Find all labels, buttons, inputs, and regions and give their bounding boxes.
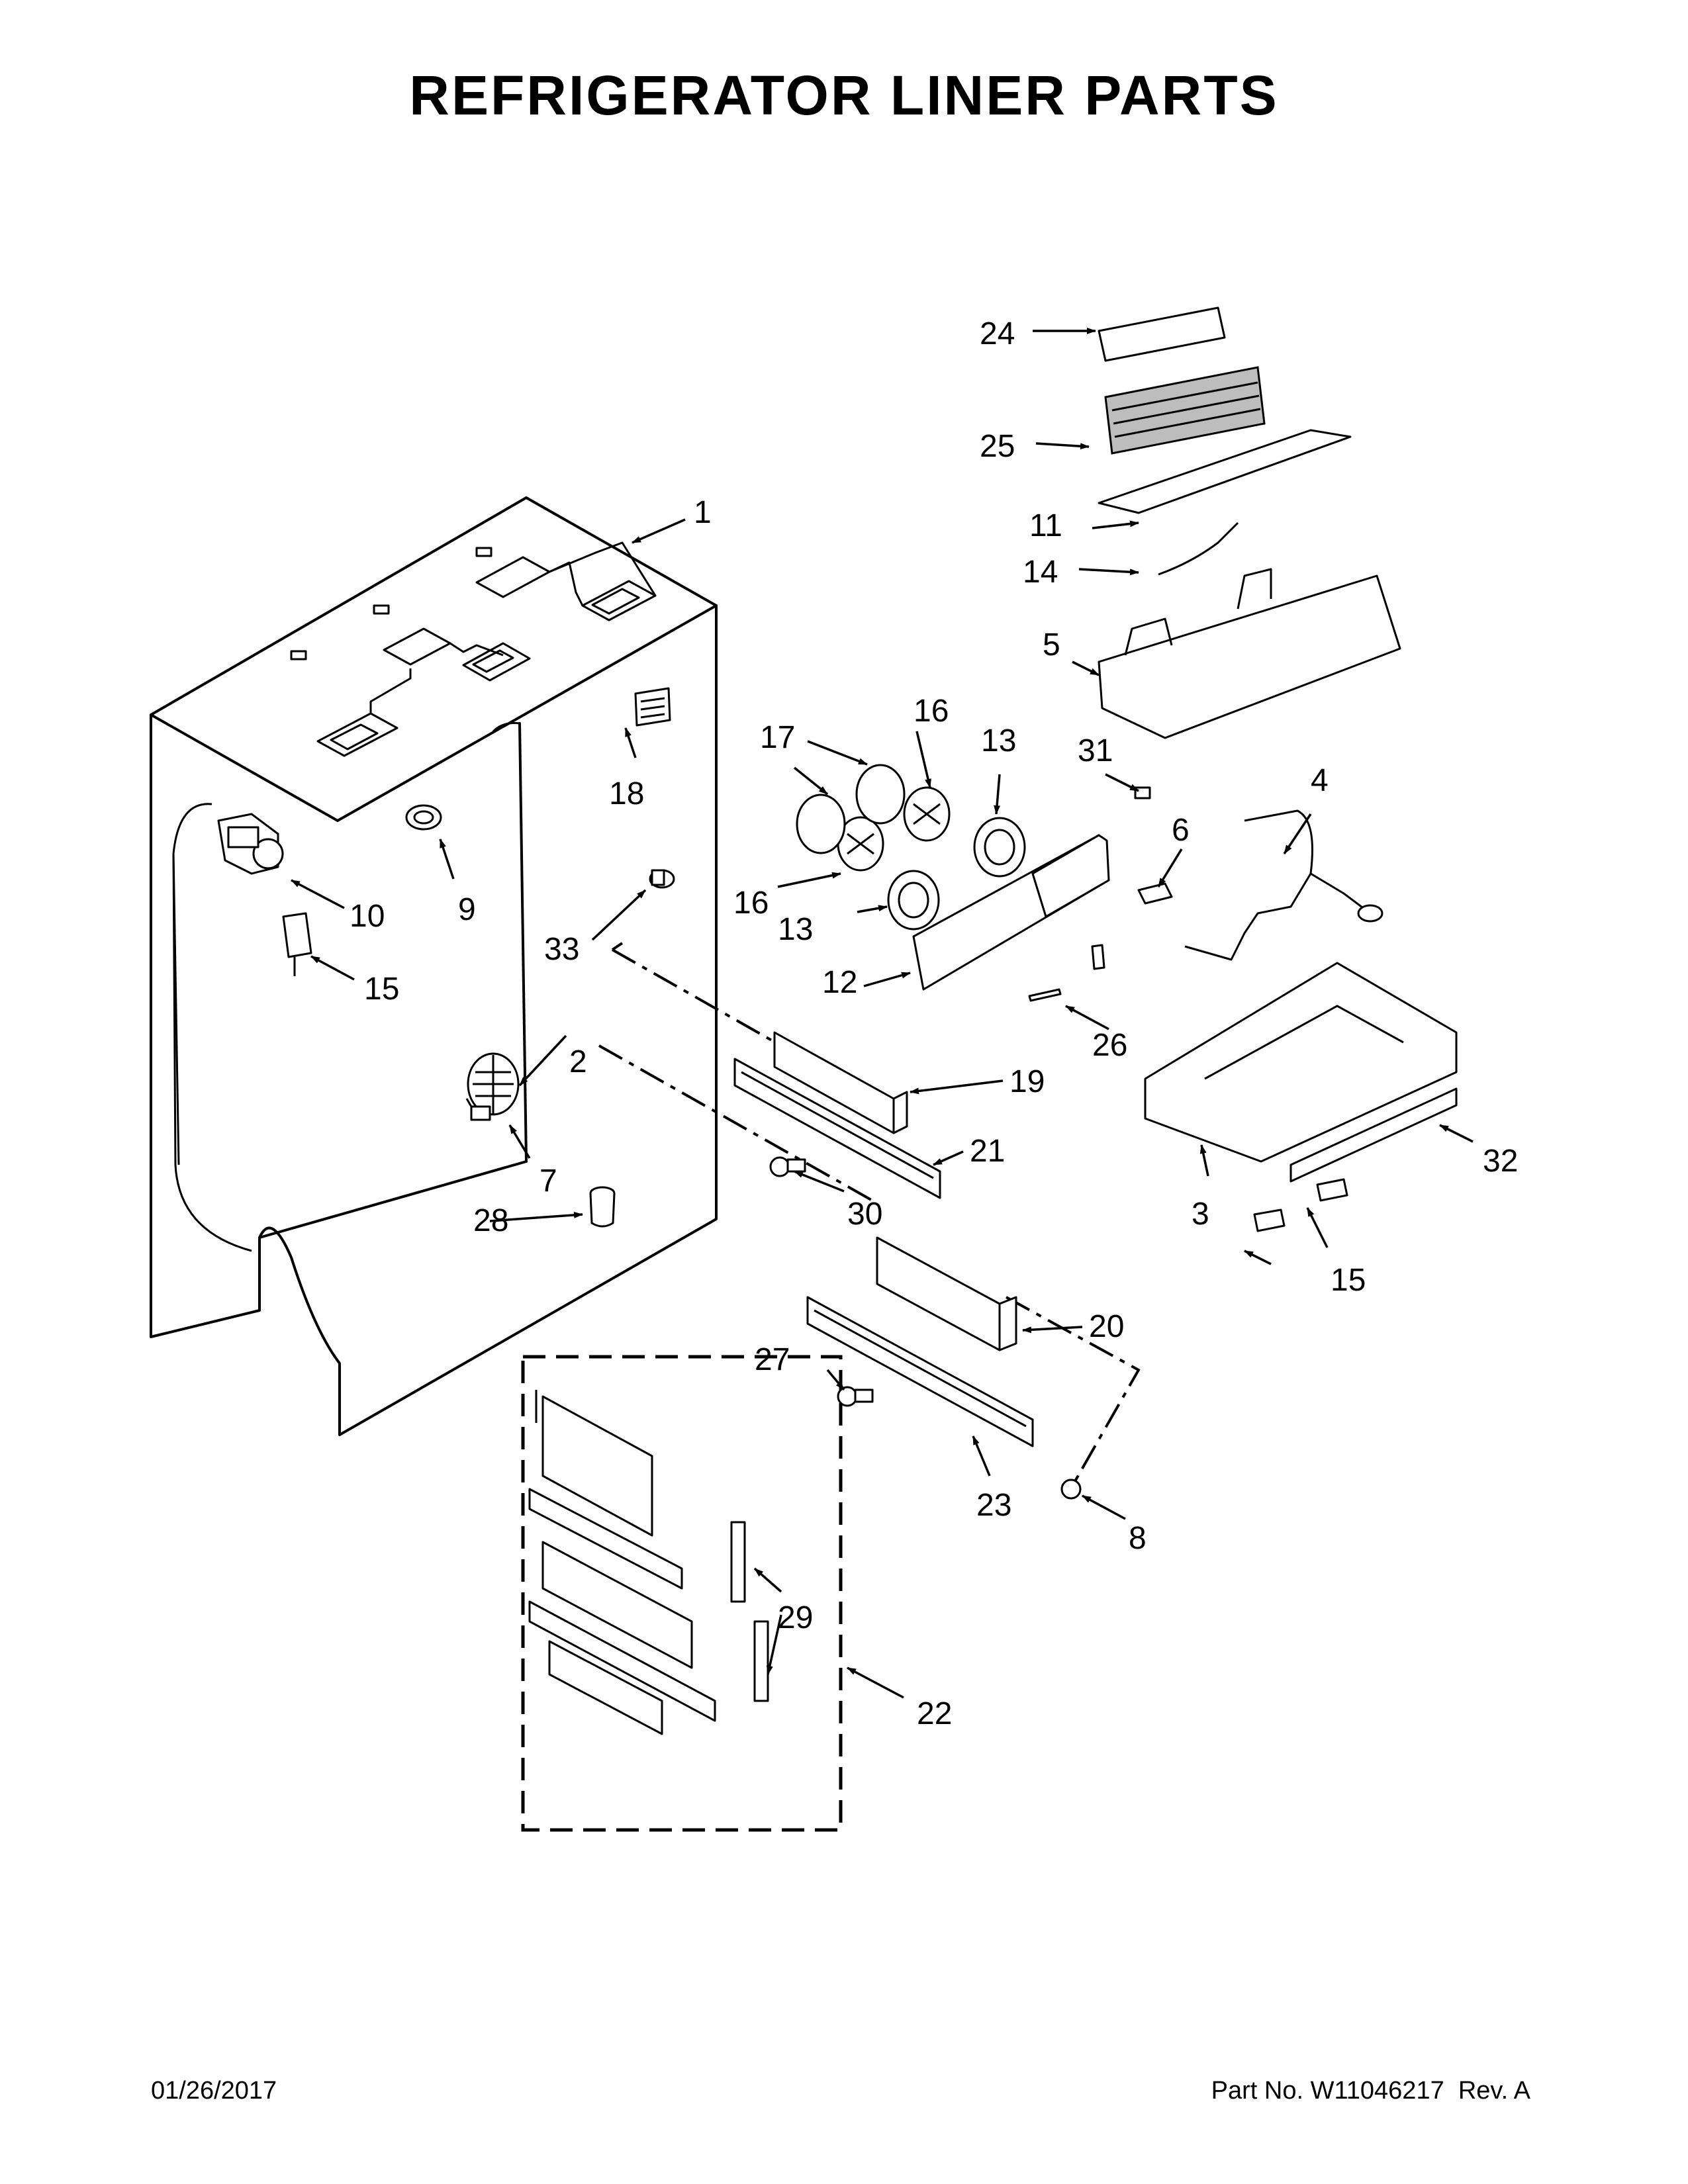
liner-cabinet — [150, 496, 718, 1436]
part-18-filter-cover — [634, 687, 671, 727]
callout-3: 3 — [1192, 1197, 1209, 1232]
callout-17: 17 — [760, 720, 795, 755]
part-20-rail — [876, 1236, 1017, 1351]
callout-13b: 13 — [778, 912, 813, 947]
part-24-cover — [1098, 306, 1226, 362]
callout-25: 25 — [980, 429, 1015, 464]
rev-label: Rev. — [1458, 2077, 1509, 2105]
part-12-fan-bracket — [912, 834, 1110, 991]
callout-12: 12 — [822, 965, 857, 1000]
callout-20: 20 — [1089, 1309, 1124, 1344]
callout-21: 21 — [970, 1134, 1005, 1169]
callout-15b: 15 — [1331, 1263, 1366, 1298]
footer-date: 01/26/2017 — [151, 2077, 277, 2105]
part-22-drawer-slides — [528, 1390, 716, 1735]
part-30-screw — [769, 1156, 806, 1177]
callout-15a: 15 — [364, 972, 399, 1007]
part-7-screw — [465, 1098, 491, 1121]
part-27-screw — [837, 1386, 874, 1407]
callout-4: 4 — [1311, 763, 1329, 798]
callout-33: 33 — [544, 932, 579, 967]
part-16-fan-a — [837, 816, 884, 872]
part-13-fan-housing-a — [887, 870, 940, 931]
part-4-harness — [1184, 809, 1383, 961]
footer-part-number: Part No. W11046217 Rev. A — [1211, 2077, 1530, 2105]
part-label: Part No. — [1211, 2077, 1304, 2105]
part-33-screw — [649, 869, 675, 889]
part-25-evaporator — [1104, 366, 1266, 455]
callout-arrows — [291, 328, 1474, 1699]
part-8-screw — [1060, 1479, 1082, 1500]
part-11-heater — [1098, 429, 1352, 514]
part-6-pad — [1137, 882, 1173, 905]
part-15-sensor-left — [282, 912, 312, 976]
callout-26: 26 — [1092, 1028, 1127, 1063]
part-19-rail — [773, 1031, 908, 1134]
callout-30: 30 — [847, 1197, 882, 1232]
callout-6: 6 — [1172, 813, 1190, 848]
callout-22: 22 — [917, 1696, 952, 1731]
part-9-grommet — [405, 804, 442, 831]
callout-labels: 1 2 3 4 5 6 7 8 9 10 11 12 13 13 14 15 1… — [350, 316, 1518, 1731]
part-number: W11046217 — [1310, 2077, 1444, 2105]
callout-29: 29 — [778, 1600, 813, 1635]
part-16-fan-b — [903, 786, 951, 842]
part-15-sensors-right — [1253, 1178, 1348, 1232]
callout-16b: 16 — [914, 694, 949, 729]
callout-28: 28 — [473, 1203, 508, 1238]
callout-27: 27 — [755, 1342, 790, 1377]
callout-9: 9 — [458, 892, 476, 927]
callout-11: 11 — [1029, 508, 1062, 543]
callout-24: 24 — [980, 316, 1015, 351]
callout-13a: 13 — [981, 723, 1016, 758]
callout-32: 32 — [1483, 1144, 1518, 1179]
part-28-cup — [589, 1186, 616, 1228]
callout-18: 18 — [609, 776, 644, 811]
callout-7: 7 — [539, 1163, 557, 1199]
callout-19: 19 — [1009, 1064, 1045, 1099]
callout-16a: 16 — [733, 886, 769, 921]
callout-23: 23 — [976, 1488, 1011, 1523]
part-29-strips — [730, 1521, 769, 1702]
callout-31: 31 — [1078, 733, 1113, 768]
part-5-evap-housing — [1098, 568, 1401, 739]
part-17-fan-cover — [796, 764, 906, 854]
page-title: REFRIGERATOR LINER PARTS — [409, 64, 1279, 126]
callout-2: 2 — [569, 1044, 587, 1079]
callout-10: 10 — [350, 899, 385, 934]
callout-1: 1 — [694, 495, 712, 530]
part-14-wire — [1158, 522, 1239, 576]
part-23-slide — [806, 1296, 1034, 1447]
part-32-trim — [1289, 1087, 1458, 1183]
callout-8: 8 — [1129, 1521, 1147, 1556]
callout-5: 5 — [1043, 627, 1060, 662]
part-10-damper — [217, 813, 284, 875]
rev-value: A — [1513, 2077, 1530, 2105]
part-3-freezer-floor — [1144, 962, 1458, 1163]
part-21-slide — [733, 1058, 941, 1199]
callout-14: 14 — [1023, 555, 1058, 590]
part-2-fan-grille — [467, 1052, 520, 1116]
part-13-fan-housing-b — [973, 817, 1026, 878]
part-26-strips — [1028, 944, 1105, 1002]
